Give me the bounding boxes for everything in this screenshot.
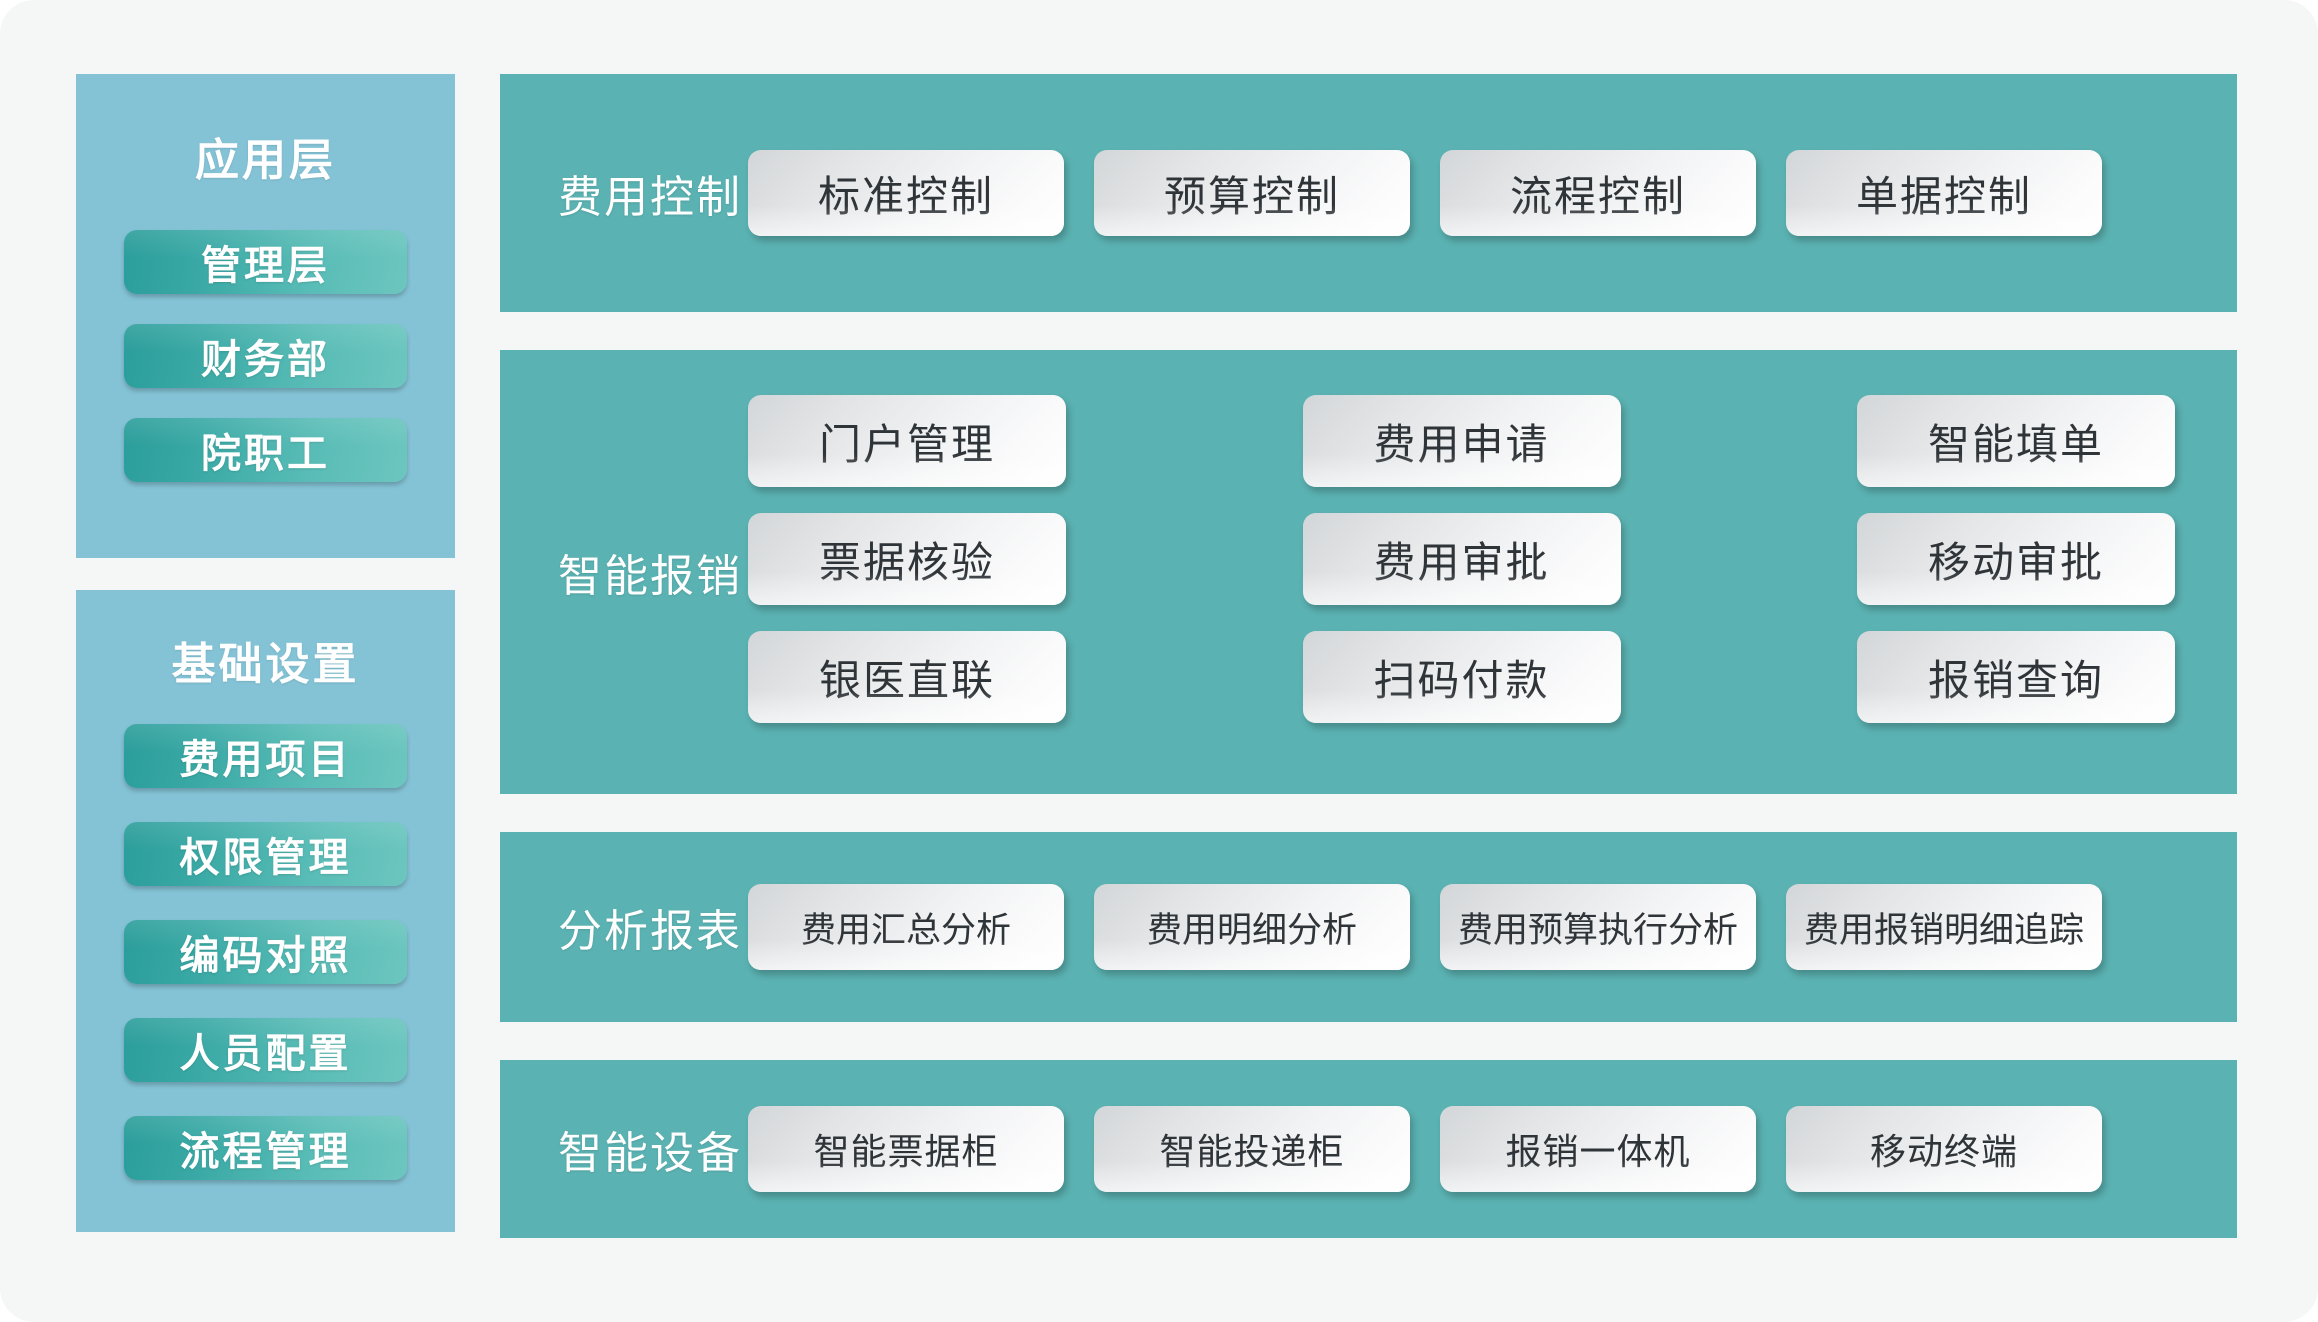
row-label-expense-control: 费用控制: [558, 173, 742, 222]
row-label-smart-reimbursement: 智能报销: [558, 552, 742, 601]
card-mobile-approval[interactable]: 移动审批: [1857, 513, 2175, 605]
sidebar-panel-title-application-layer: 应用层: [195, 136, 336, 185]
card-reimbursement-query[interactable]: 报销查询: [1857, 631, 2175, 723]
card-grid-line: 票据核验 费用审批 移动审批: [748, 513, 2175, 631]
card-expense-reimbursement-detail-tracking[interactable]: 费用报销明细追踪: [1786, 884, 2102, 970]
row-smart-reimbursement: 智能报销 门户管理 费用申请 智能填单 票据核验 费用审批 移动审批 银医直联 …: [500, 350, 2237, 794]
sidebar-panel-application-layer: 应用层 管理层 财务部 院职工: [76, 74, 455, 558]
sidebar-item-code-mapping[interactable]: 编码对照: [124, 920, 407, 984]
row-cards-smart-reimbursement: 门户管理 费用申请 智能填单 票据核验 费用审批 移动审批 银医直联 扫码付款 …: [748, 395, 2237, 749]
card-smart-form-filling[interactable]: 智能填单: [1857, 395, 2175, 487]
card-expense-summary-analysis[interactable]: 费用汇总分析: [748, 884, 1064, 970]
sidebar-item-personnel-configuration[interactable]: 人员配置: [124, 1018, 407, 1082]
sidebar-item-process-management[interactable]: 流程管理: [124, 1116, 407, 1180]
card-mobile-terminal[interactable]: 移动终端: [1786, 1106, 2102, 1192]
row-expense-control: 费用控制 标准控制 预算控制 流程控制 单据控制: [500, 74, 2237, 312]
card-portal-management[interactable]: 门户管理: [748, 395, 1066, 487]
card-reimbursement-kiosk[interactable]: 报销一体机: [1440, 1106, 1756, 1192]
row-smart-devices: 智能设备 智能票据柜 智能投递柜 报销一体机 移动终端: [500, 1060, 2237, 1238]
sidebar-panel-title-basic-settings: 基础设置: [171, 640, 360, 689]
sidebar-item-expense-items[interactable]: 费用项目: [124, 724, 407, 788]
sidebar-panel-basic-settings: 基础设置 费用项目 权限管理 编码对照 人员配置 流程管理: [76, 590, 455, 1232]
card-document-control[interactable]: 单据控制: [1786, 150, 2102, 236]
row-cards-analysis-reports: 费用汇总分析 费用明细分析 费用预算执行分析 费用报销明细追踪: [748, 884, 2237, 970]
sidebar-item-hospital-staff[interactable]: 院职工: [124, 418, 407, 482]
card-smart-invoice-cabinet[interactable]: 智能票据柜: [748, 1106, 1064, 1192]
card-process-control[interactable]: 流程控制: [1440, 150, 1756, 236]
card-expense-detail-analysis[interactable]: 费用明细分析: [1094, 884, 1410, 970]
row-label-analysis-reports: 分析报表: [558, 907, 742, 956]
sidebar-item-management-layer[interactable]: 管理层: [124, 230, 407, 294]
sidebar-item-finance-department[interactable]: 财务部: [124, 324, 407, 388]
card-grid-line: 门户管理 费用申请 智能填单: [748, 395, 2175, 513]
main-content: 费用控制 标准控制 预算控制 流程控制 单据控制 智能报销 门户管理 费用申请 …: [500, 74, 2237, 1238]
row-analysis-reports: 分析报表 费用汇总分析 费用明细分析 费用预算执行分析 费用报销明细追踪: [500, 832, 2237, 1022]
card-expense-approval[interactable]: 费用审批: [1302, 513, 1621, 605]
sidebar: 应用层 管理层 财务部 院职工 基础设置 费用项目 权限管理 编码对照 人员配置…: [76, 74, 455, 1232]
row-cards-expense-control: 标准控制 预算控制 流程控制 单据控制: [748, 150, 2237, 236]
card-expense-budget-execution-analysis[interactable]: 费用预算执行分析: [1440, 884, 1756, 970]
card-standard-control[interactable]: 标准控制: [748, 150, 1064, 236]
card-smart-delivery-cabinet[interactable]: 智能投递柜: [1094, 1106, 1410, 1192]
card-invoice-verification[interactable]: 票据核验: [748, 513, 1066, 605]
card-grid-line: 银医直联 扫码付款 报销查询: [748, 631, 2175, 749]
card-bank-hospital-direct-link[interactable]: 银医直联: [748, 631, 1066, 723]
card-budget-control[interactable]: 预算控制: [1094, 150, 1410, 236]
row-cards-smart-devices: 智能票据柜 智能投递柜 报销一体机 移动终端: [748, 1106, 2237, 1192]
card-expense-application[interactable]: 费用申请: [1302, 395, 1621, 487]
sidebar-item-permission-management[interactable]: 权限管理: [124, 822, 407, 886]
row-label-smart-devices: 智能设备: [558, 1129, 742, 1178]
card-scan-code-payment[interactable]: 扫码付款: [1302, 631, 1621, 723]
